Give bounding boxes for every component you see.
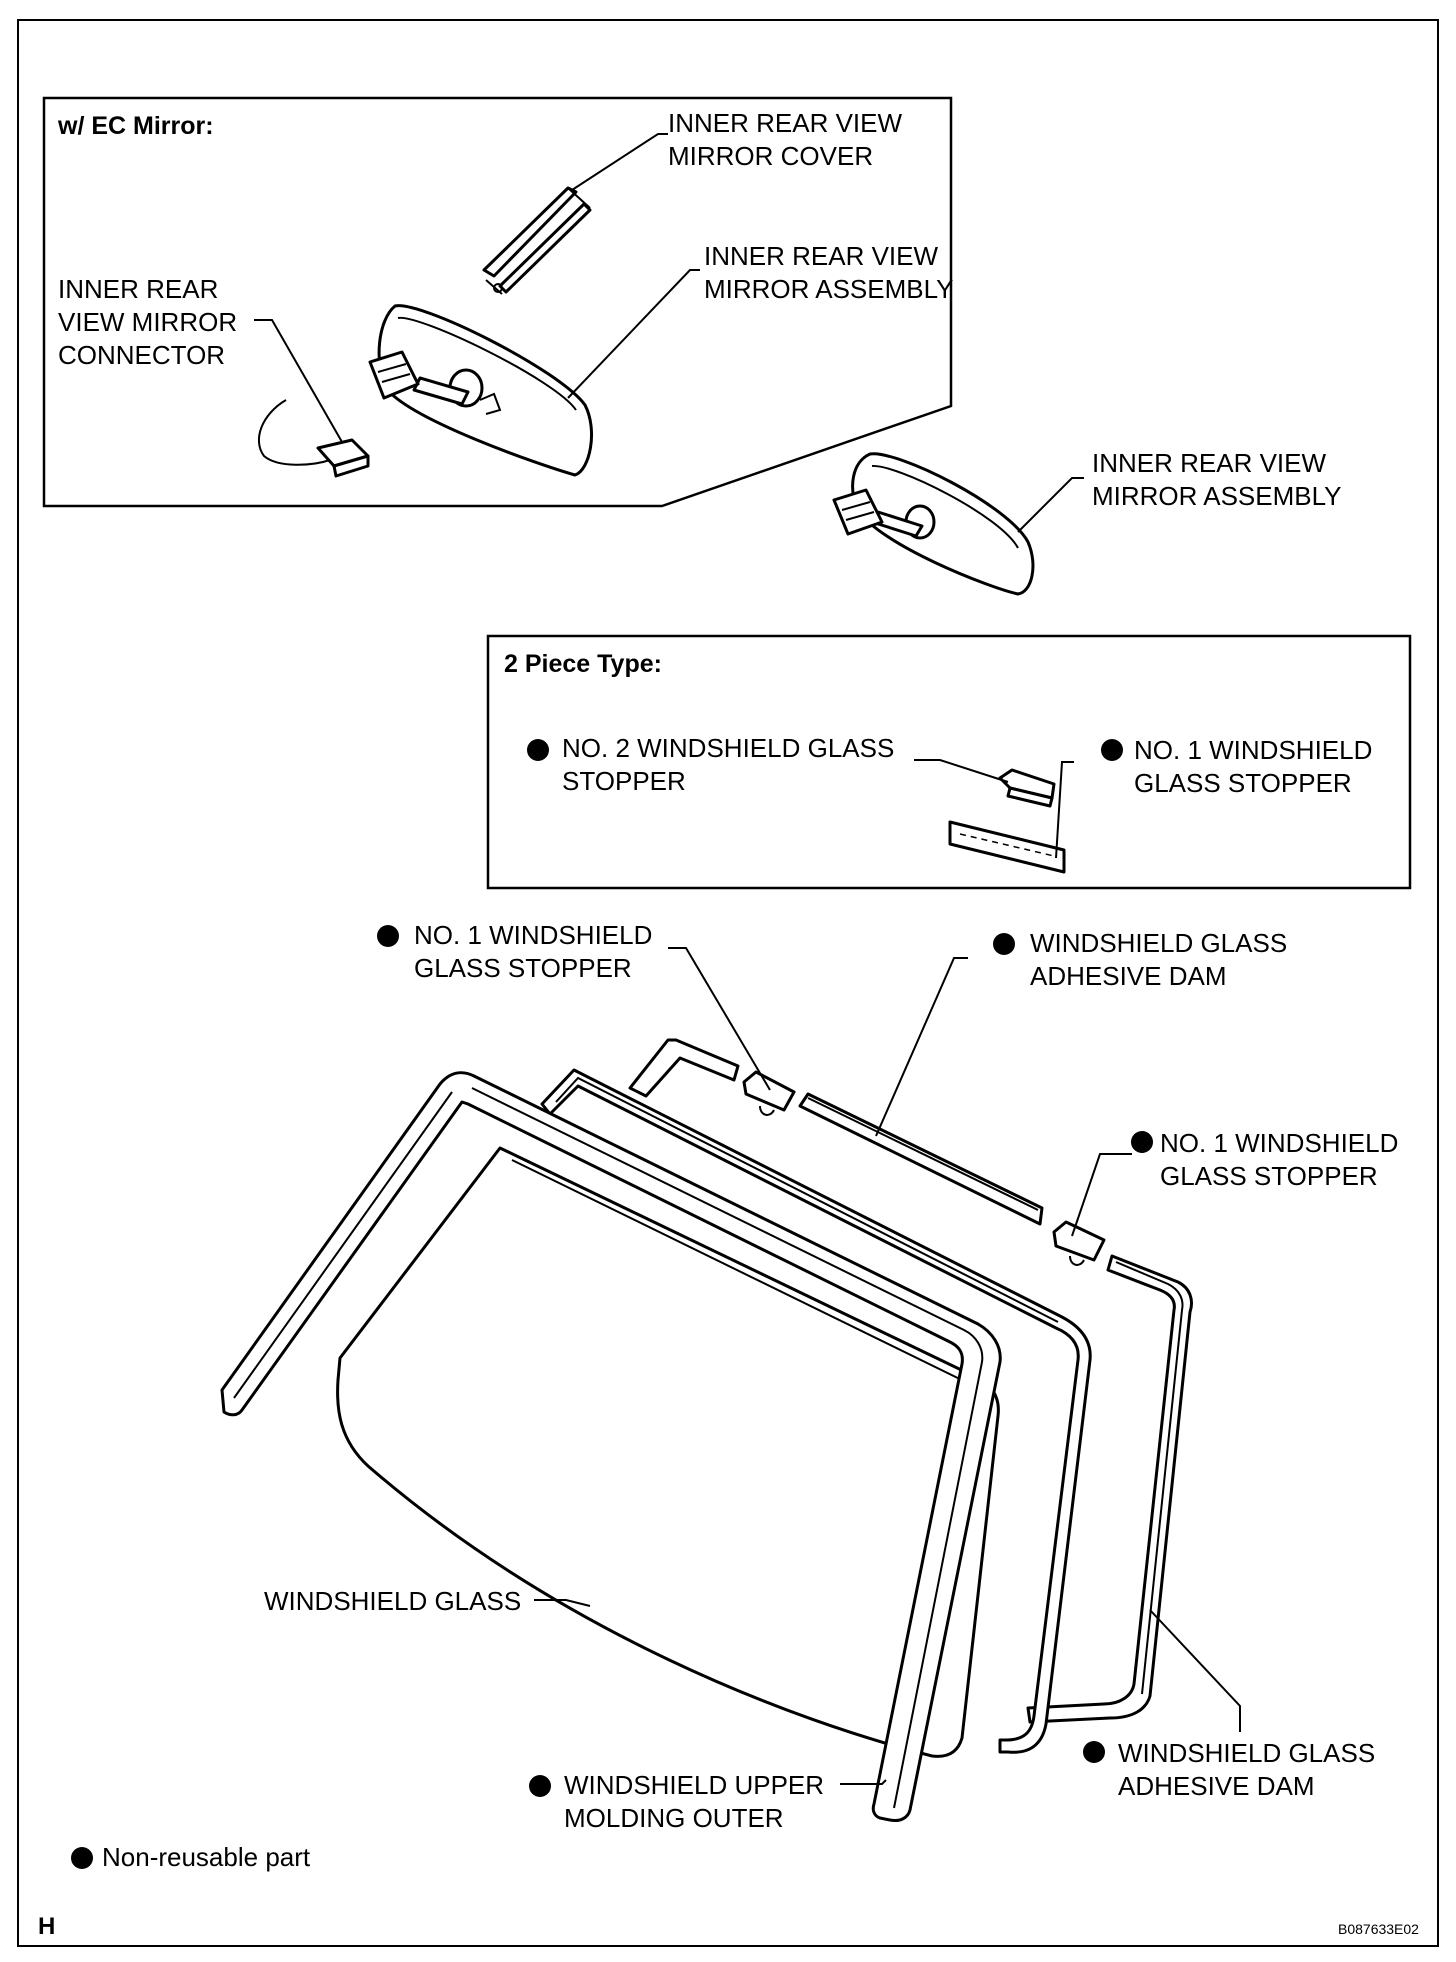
leader-mirror-connector — [254, 319, 343, 443]
bullet-no2-stopper — [527, 739, 549, 761]
windshield-glass-part — [336, 1146, 1000, 1758]
no1-stopper-left-part — [742, 1070, 796, 1116]
two-piece-box — [486, 634, 1412, 890]
label-adhesive-dam-bottom-line1: WINDSHIELD GLASS — [1118, 1738, 1375, 1768]
label-adhesive-dam-bottom-line2: ADHESIVE DAM — [1118, 1771, 1315, 1801]
label-no1-stopper-right-line2: GLASS STOPPER — [1160, 1161, 1378, 1191]
bullet-no1-stopper-left — [377, 925, 399, 947]
bullet-upper-molding — [529, 1775, 551, 1797]
label-no1-stopper-right-line1: NO. 1 WINDSHIELD — [1160, 1128, 1398, 1158]
label-no1-stopper-2pc-line1: NO. 1 WINDSHIELD — [1134, 735, 1372, 765]
mirror-assembly-ec-part — [368, 304, 593, 477]
no1-stopper-2pc-part — [948, 820, 1066, 874]
label-mirror-connector-line3: CONNECTOR — [58, 340, 225, 370]
leader-no1-stopper-left — [668, 947, 771, 1091]
leader-mirror-assembly-ec — [567, 269, 700, 399]
no2-stopper-part — [998, 768, 1056, 808]
label-mirror-connector-line1: INNER REAR — [58, 274, 218, 304]
label-no1-stopper-right: NO. 1 WINDSHIELD GLASS STOPPER — [1160, 1128, 1406, 1191]
label-adhesive-dam-top-line2: ADHESIVE DAM — [1030, 961, 1227, 991]
label-mirror-assembly-ec-line2: MIRROR ASSEMBLY — [704, 274, 953, 304]
label-no1-stopper-left: NO. 1 WINDSHIELD GLASS STOPPER — [414, 920, 660, 983]
adhesive-dam-part — [628, 1038, 1193, 1724]
label-mirror-assembly-ec-line1: INNER REAR VIEW — [704, 241, 938, 271]
label-no2-stopper-line1: NO. 2 WINDSHIELD GLASS — [562, 733, 894, 763]
label-no1-stopper-2pc: NO. 1 WINDSHIELD GLASS STOPPER — [1134, 735, 1380, 798]
mirror-assembly-part — [832, 452, 1035, 596]
label-mirror-assembly-ec: INNER REAR VIEW MIRROR ASSEMBLY — [704, 241, 953, 304]
label-adhesive-dam-top-line1: WINDSHIELD GLASS — [1030, 928, 1287, 958]
label-upper-molding-line2: MOLDING OUTER — [564, 1803, 784, 1833]
label-no2-stopper: NO. 2 WINDSHIELD GLASS STOPPER — [562, 733, 902, 796]
ec-mirror-box — [42, 96, 953, 508]
corner-code: H — [38, 1913, 55, 1940]
label-windshield-glass: WINDSHIELD GLASS — [264, 1586, 521, 1616]
legend-non-reusable: Non-reusable part — [102, 1842, 311, 1872]
ec-mirror-box-title: w/ EC Mirror: — [57, 112, 214, 140]
leader-mirror-assembly — [1017, 477, 1084, 533]
legend-bullet — [71, 1847, 93, 1869]
bullet-no1-stopper-right — [1131, 1131, 1153, 1153]
label-mirror-assembly-line2: MIRROR ASSEMBLY — [1092, 481, 1341, 511]
label-mirror-assembly: INNER REAR VIEW MIRROR ASSEMBLY — [1092, 448, 1341, 511]
label-upper-molding: WINDSHIELD UPPER MOLDING OUTER — [564, 1770, 831, 1833]
label-upper-molding-line1: WINDSHIELD UPPER — [564, 1770, 824, 1800]
bullet-no1-stopper-2pc — [1101, 739, 1123, 761]
windshield-middle-frame-part — [540, 1068, 1092, 1754]
mirror-cover-part — [482, 186, 592, 295]
leader-no1-stopper-right — [1071, 1153, 1132, 1237]
figure-id: B087633E02 — [1338, 1921, 1419, 1937]
label-mirror-connector-line2: VIEW MIRROR — [58, 307, 237, 337]
label-no1-stopper-2pc-line2: GLASS STOPPER — [1134, 768, 1352, 798]
no1-stopper-right-part — [1052, 1220, 1106, 1266]
leader-windshield-glass — [534, 1599, 591, 1607]
label-adhesive-dam-top: WINDSHIELD GLASS ADHESIVE DAM — [1030, 928, 1294, 991]
leader-mirror-cover — [571, 133, 668, 191]
bullet-adhesive-dam-bottom — [1083, 1741, 1105, 1763]
bullet-adhesive-dam-top — [993, 933, 1015, 955]
outer-frame — [17, 19, 1439, 1947]
label-no1-stopper-left-line2: GLASS STOPPER — [414, 953, 632, 983]
leader-upper-molding — [840, 1779, 887, 1785]
two-piece-box-title: 2 Piece Type: — [504, 650, 662, 678]
label-no1-stopper-left-line1: NO. 1 WINDSHIELD — [414, 920, 652, 950]
label-mirror-assembly-line1: INNER REAR VIEW — [1092, 448, 1326, 478]
label-mirror-cover-line2: MIRROR COVER — [668, 141, 873, 171]
leader-adhesive-dam-bottom — [1149, 1609, 1241, 1732]
mirror-connector-part — [258, 399, 370, 478]
adhesive-dam-top-part — [798, 1092, 1044, 1226]
label-no2-stopper-line2: STOPPER — [562, 766, 686, 796]
label-mirror-cover-line1: INNER REAR VIEW — [668, 108, 902, 138]
upper-molding-part — [220, 1071, 1002, 1822]
label-mirror-connector: INNER REAR VIEW MIRROR CONNECTOR — [58, 274, 244, 370]
label-adhesive-dam-bottom: WINDSHIELD GLASS ADHESIVE DAM — [1118, 1738, 1382, 1801]
leader-no2-stopper — [914, 759, 1009, 783]
label-mirror-cover: INNER REAR VIEW MIRROR COVER — [668, 108, 909, 171]
leader-adhesive-dam-top — [875, 957, 968, 1137]
leader-no1-stopper-2pc — [1055, 761, 1074, 859]
